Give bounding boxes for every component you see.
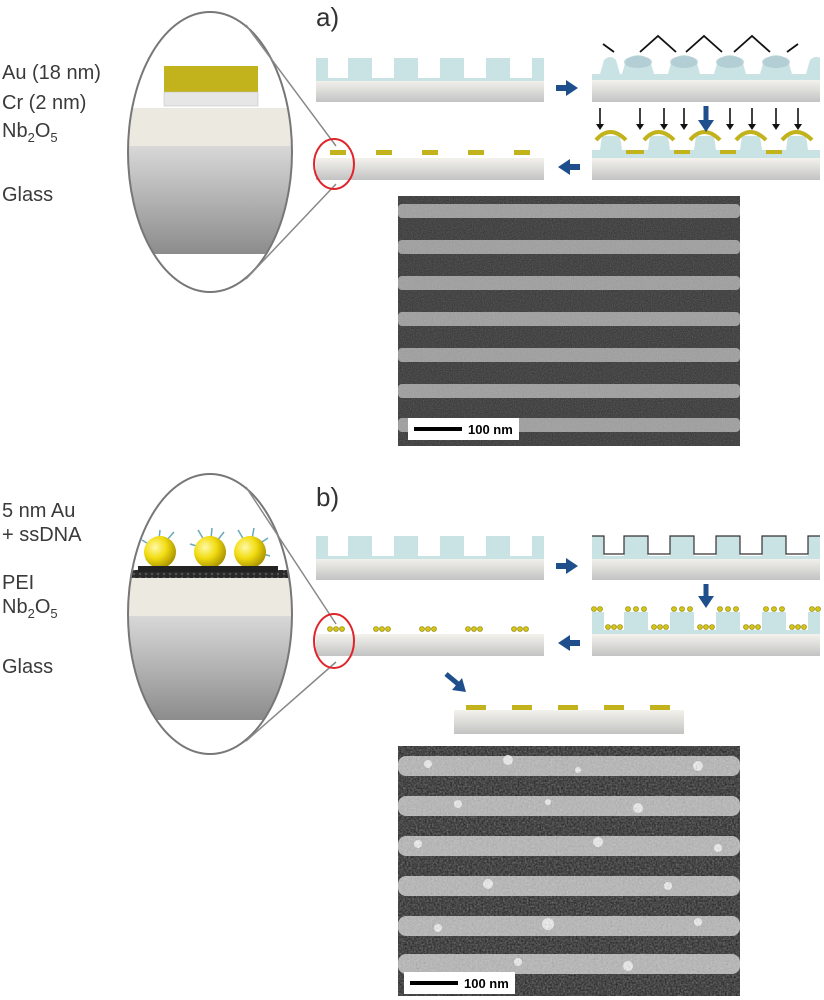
process-arrows-b [444, 558, 580, 692]
highlight-circle-a [313, 138, 355, 190]
label-pei: PEI [2, 572, 35, 594]
sem-image-b: 100 nm [398, 746, 740, 996]
label-glass-a: Glass [2, 184, 54, 206]
step-b2 [592, 535, 820, 580]
label-nb2o5-b: Nb2O5 [2, 596, 58, 621]
step-b3 [591, 584, 821, 656]
gold-nanoparticle-1 [144, 536, 176, 568]
step-b4 [313, 613, 544, 669]
gold-nanoparticle-2 [194, 536, 226, 568]
scale-bar-a: 100 nm [408, 418, 519, 440]
step-b5 [454, 705, 684, 734]
zoom-ellipse-a [127, 11, 293, 293]
sem-image-a: 100 nm [398, 196, 740, 446]
label-ssdna: + ssDNA [2, 524, 82, 546]
step-a4 [313, 138, 544, 190]
process-arrows-a [556, 80, 580, 175]
cr-layer-block [163, 91, 259, 107]
au-layer-block [164, 66, 258, 92]
step-b1 [316, 536, 544, 580]
highlight-circle-b [313, 613, 355, 669]
pei-layer [128, 570, 292, 578]
panel-b-label: b) [316, 482, 340, 512]
scale-bar-b: 100 nm [404, 972, 515, 994]
zoom-ellipse-b [127, 473, 293, 755]
step-a1 [316, 58, 544, 102]
label-au-18nm: Au (18 nm) [2, 62, 101, 84]
label-5nm-au: 5 nm Au [2, 500, 76, 522]
label-glass-b: Glass [2, 656, 54, 678]
panel-a-label: a) [316, 2, 340, 32]
label-cr-2nm: Cr (2 nm) [2, 92, 87, 114]
gold-nanoparticle-3 [234, 536, 266, 568]
step-a2 [592, 34, 820, 102]
label-nb2o5-a: Nb2O5 [2, 120, 58, 145]
step-a3 [592, 106, 820, 180]
